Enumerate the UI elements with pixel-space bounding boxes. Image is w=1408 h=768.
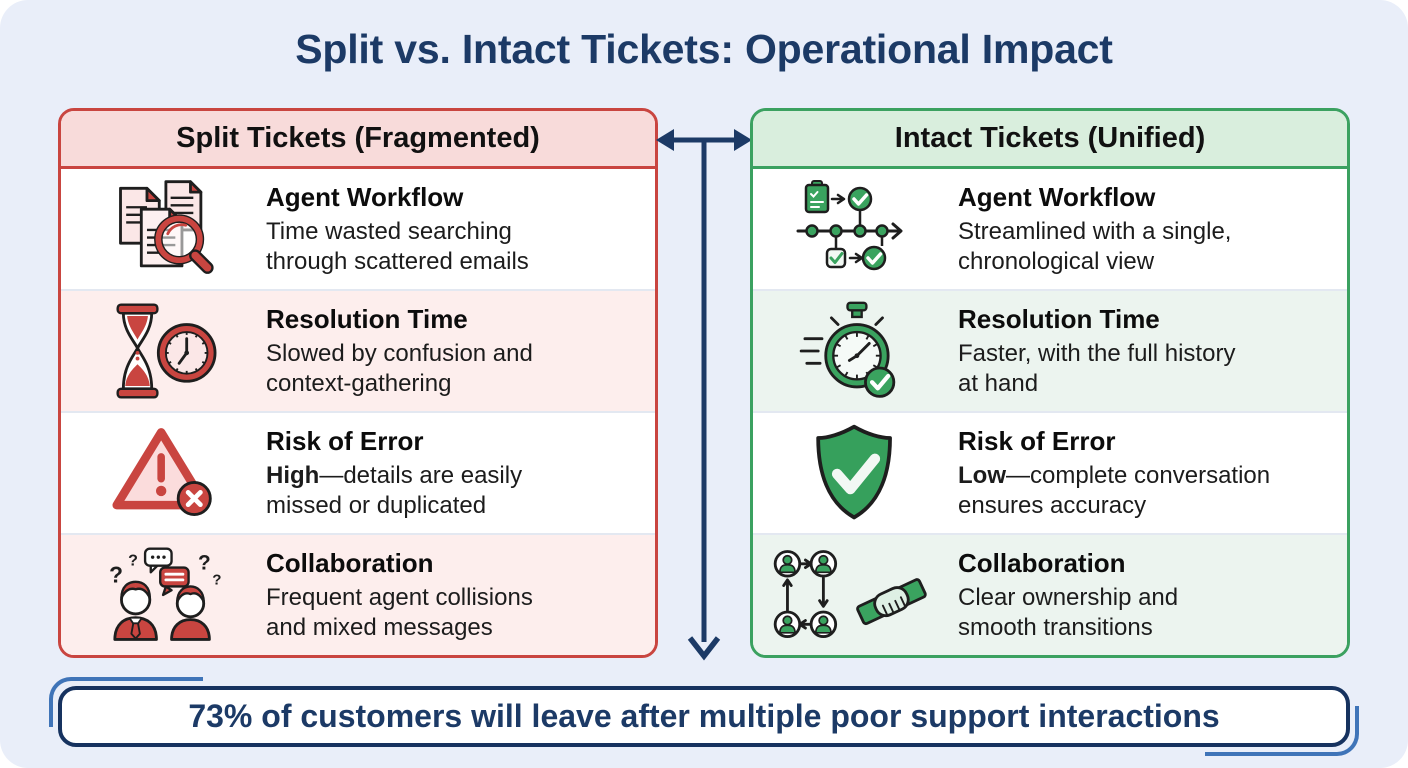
row-desc: Streamlined with a single, chronological… [958,217,1335,276]
warning-error-icon [61,421,266,525]
stat-banner: 73% of customers will leave after multip… [49,677,1359,756]
svg-text:?: ? [198,551,211,574]
split-row-agent-workflow: Agent Workflow Time wasted searching thr… [61,169,655,289]
split-row-collaboration: ? ? ? ? [61,533,655,655]
team-handshake-icon [753,543,958,647]
row-desc: Clear ownership and smooth transitions [958,583,1335,642]
row-desc-lead: High [266,462,320,490]
comparison-arrows [656,129,752,661]
banner-corner-accent-top-left [49,677,203,727]
row-desc: Time wasted searching through scattered … [266,217,643,276]
row-desc: Faster, with the full history at hand [958,339,1335,398]
row-desc: Slowed by confusion and context-gatherin… [266,339,643,398]
page-title: Split vs. Intact Tickets: Operational Im… [295,26,1113,72]
split-panel-header: Split Tickets (Fragmented) [61,111,655,169]
fast-stopwatch-icon [753,299,958,403]
row-title: Agent Workflow [958,182,1156,213]
row-title: Risk of Error [958,426,1116,457]
row-desc: High—details are easily missed or duplic… [266,461,643,520]
row-title: Risk of Error [266,426,424,457]
row-desc-text: Frequent agent collisions and mixed mess… [266,584,533,641]
banner-corner-accent-bottom-right [1205,706,1359,756]
chronological-timeline-icon [753,179,958,279]
svg-text:?: ? [109,562,123,588]
row-title: Collaboration [958,548,1126,579]
split-tickets-panel: Split Tickets (Fragmented) [58,108,658,658]
down-arrow-icon [687,140,721,661]
intact-row-agent-workflow: Agent Workflow Streamlined with a single… [753,169,1347,289]
split-row-resolution-time: Resolution Time Slowed by confusion and … [61,289,655,411]
row-desc: Low—complete conversation ensures accura… [958,461,1335,520]
svg-text:?: ? [212,572,221,589]
intact-panel-header: Intact Tickets (Unified) [753,111,1347,169]
intact-panel-rows: Agent Workflow Streamlined with a single… [753,169,1347,655]
intact-row-collaboration: Collaboration Clear ownership and smooth… [753,533,1347,655]
row-desc-text: Time wasted searching through scattered … [266,218,529,275]
row-desc-text: Faster, with the full history at hand [958,340,1236,397]
svg-text:?: ? [128,552,138,570]
row-desc-text: Streamlined with a single, chronological… [958,218,1232,275]
row-desc-text: Clear ownership and smooth transitions [958,584,1179,641]
row-title: Resolution Time [266,304,468,335]
row-desc-lead: Low [958,462,1006,490]
row-desc-text: Slowed by confusion and context-gatherin… [266,340,533,397]
intact-row-resolution-time: Resolution Time Faster, with the full hi… [753,289,1347,411]
intact-tickets-panel: Intact Tickets (Unified) [750,108,1350,658]
hourglass-clock-icon [61,299,266,403]
split-row-risk-of-error: Risk of Error High—details are easily mi… [61,411,655,533]
intact-row-risk-of-error: Risk of Error Low—complete conversation … [753,411,1347,533]
row-title: Collaboration [266,548,434,579]
confused-agents-icon: ? ? ? ? [61,543,266,647]
split-panel-rows: Agent Workflow Time wasted searching thr… [61,169,655,655]
scattered-emails-magnifier-icon [61,177,266,281]
row-title: Resolution Time [958,304,1160,335]
shield-check-icon [753,421,958,525]
stat-text: 73% of customers will leave after multip… [188,698,1220,734]
row-desc-text: —details are easily missed or duplicated [266,462,523,519]
row-title: Agent Workflow [266,182,464,213]
row-desc-text: —complete conversation ensures accuracy [958,462,1271,519]
row-desc: Frequent agent collisions and mixed mess… [266,583,643,642]
